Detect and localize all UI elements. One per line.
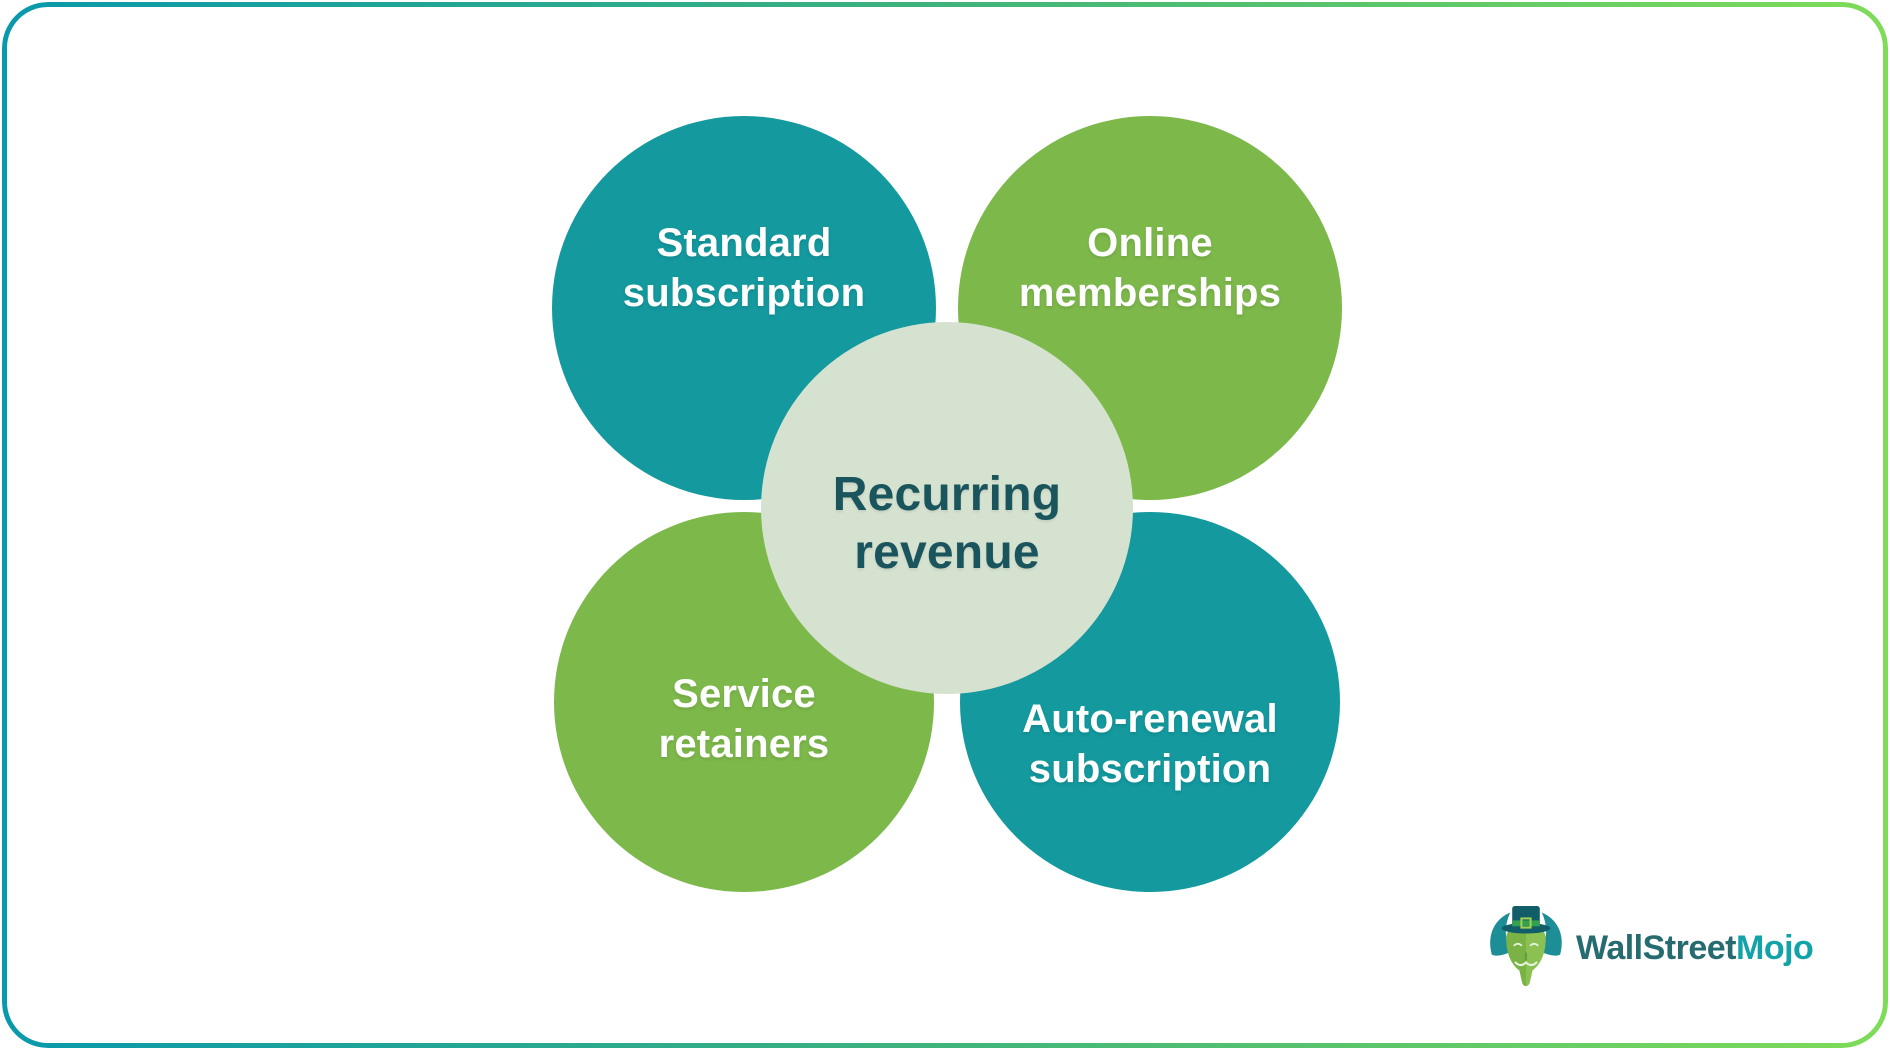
label-line: revenue [854, 526, 1040, 579]
node-label-online-memberships: Online memberships [1019, 218, 1281, 318]
node-label-service-retainers: Service retainers [659, 669, 830, 769]
label-line: Standard [656, 221, 832, 265]
node-label-recurring-revenue: Recurring revenue [833, 466, 1062, 582]
logo-text-primary: WallStreet [1576, 928, 1737, 967]
label-line: Online [1087, 221, 1213, 265]
node-label-auto-renewal-subscription: Auto-renewal subscription [1022, 694, 1278, 794]
label-line: Recurring [832, 468, 1062, 521]
label-line: retainers [658, 722, 830, 766]
bull-mascot-icon [1490, 905, 1562, 987]
node-recurring-revenue: Recurring revenue [761, 322, 1133, 694]
label-line: subscription [622, 271, 866, 315]
logo-text-accent: Mojo [1736, 928, 1814, 967]
node-label-standard-subscription: Standard subscription [623, 218, 865, 318]
label-line: memberships [1018, 271, 1282, 315]
label-line: Auto-renewal [1022, 697, 1278, 741]
logo-text: WallStreetMojo [1576, 928, 1814, 968]
label-line: subscription [1028, 747, 1272, 791]
wallstreetmojo-logo: WallStreetMojo [1486, 900, 1814, 996]
label-line: Service [672, 672, 816, 716]
